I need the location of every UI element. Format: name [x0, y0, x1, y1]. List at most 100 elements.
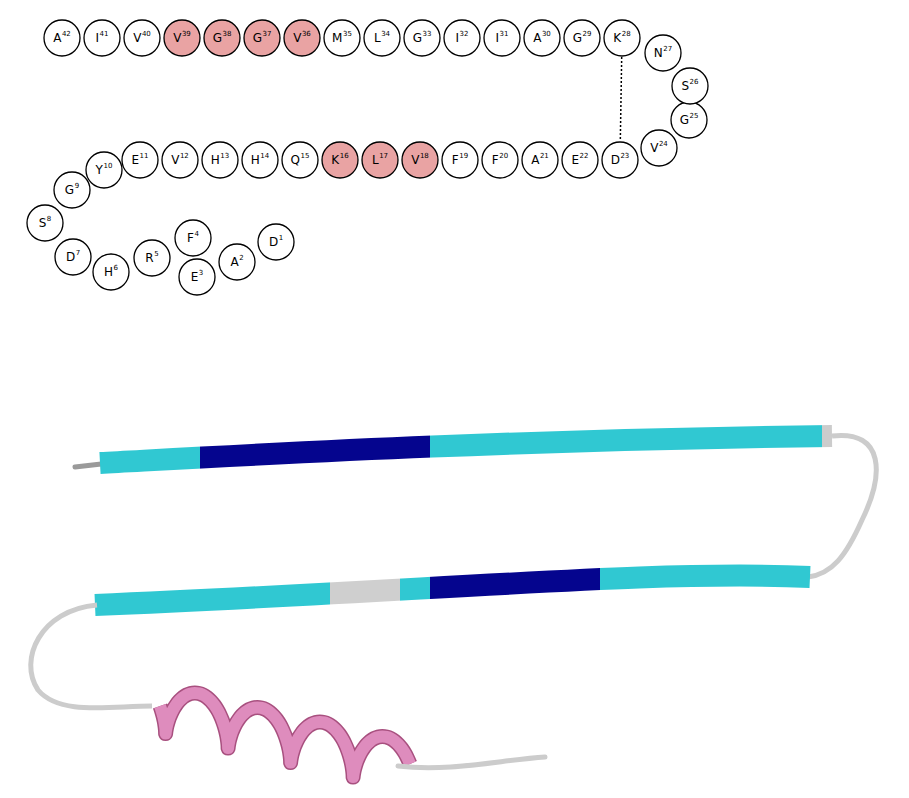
residue-number: 19: [459, 152, 468, 160]
residue-circle: E11: [121, 141, 159, 179]
coil-tail: [398, 757, 545, 768]
residue-letter: K: [331, 153, 339, 167]
circle-outline: [361, 141, 399, 179]
residue-number: 5: [154, 250, 158, 258]
residue-circle: D1: [257, 223, 295, 261]
helix-ribbon: [160, 693, 410, 777]
residue-number: 32: [460, 30, 469, 38]
residue-number: 29: [582, 30, 591, 38]
residue-circle: D23: [601, 141, 639, 179]
residue-number: 9: [75, 182, 79, 190]
residue-circle: G38: [203, 19, 241, 57]
circle-outline: [161, 141, 199, 179]
residue-letter: G: [253, 31, 262, 45]
circle-outline: [481, 141, 519, 179]
residue-letter: A: [533, 31, 541, 45]
residue-number: 8: [47, 215, 51, 223]
residue-circle: G9: [53, 171, 91, 209]
residue-number: 33: [422, 30, 431, 38]
residue-circle: K16: [321, 141, 359, 179]
residue-letter: V: [293, 31, 301, 45]
residue-number: 28: [622, 30, 631, 38]
residue-number: 21: [540, 152, 549, 160]
helix-edge: [160, 693, 410, 777]
residue-letter: I: [456, 31, 460, 45]
residue-circle: F19: [441, 141, 479, 179]
residue-circle: G29: [563, 19, 601, 57]
residue-letter: F: [452, 153, 459, 167]
circle-outline: [563, 19, 601, 57]
residue-letter: D: [611, 153, 620, 167]
residue-letter: D: [269, 235, 278, 249]
residue-circle: H6: [92, 253, 130, 291]
beta-strand: [95, 576, 810, 605]
residue-number: 34: [381, 30, 390, 38]
residue-letter: Q: [291, 153, 300, 167]
circle-outline: [670, 101, 708, 139]
residue-circle: F20: [481, 141, 519, 179]
residue-circle: V12: [161, 141, 199, 179]
residue-letter: A: [531, 153, 539, 167]
residue-number: 38: [222, 30, 231, 38]
residue-circle: Y10: [85, 151, 123, 189]
residue-letter: V: [171, 153, 179, 167]
residue-letter: E: [191, 270, 199, 284]
residue-letter: V: [411, 153, 419, 167]
residue-number: 11: [140, 152, 149, 160]
residue-circle: H14: [241, 141, 279, 179]
residue-letter: A: [53, 31, 61, 45]
residue-letter: G: [65, 183, 74, 197]
residue-letter: I: [96, 31, 100, 45]
residue-number: 18: [420, 152, 429, 160]
residue-letter: G: [213, 31, 222, 45]
residue-letter: F: [187, 231, 194, 245]
residue-letter: L: [374, 31, 381, 45]
residue-circle: H13: [201, 141, 239, 179]
circle-outline: [601, 141, 639, 179]
residue-circle: M35: [323, 19, 361, 57]
residue-number: 39: [182, 30, 191, 38]
circle-outline: [85, 151, 123, 189]
residue-number: 42: [62, 30, 71, 38]
salt-bridge-line: [620, 57, 621, 141]
residue-number: 41: [100, 30, 109, 38]
residue-circle: L34: [363, 19, 401, 57]
residue-number: 36: [302, 30, 311, 38]
residue-number: 22: [580, 152, 589, 160]
residue-circle: I31: [483, 19, 521, 57]
residue-number: 40: [142, 30, 151, 38]
residue-letter: G: [680, 113, 689, 127]
residue-circle: F4: [174, 219, 212, 257]
residue-circle: Q15: [281, 141, 319, 179]
residue-number: 1: [279, 234, 283, 242]
circle-outline: [603, 19, 641, 57]
circle-outline: [441, 141, 479, 179]
circle-outline: [640, 129, 678, 167]
beta-strand: [100, 436, 832, 463]
residue-number: 14: [260, 152, 269, 160]
turn-loop: [808, 435, 876, 577]
residue-circle: S8: [26, 204, 64, 242]
residue-letter: V: [173, 31, 181, 45]
residue-circle: L17: [361, 141, 399, 179]
residue-letter: G: [413, 31, 422, 45]
circle-outline: [201, 141, 239, 179]
residue-number: 16: [340, 152, 349, 160]
residue-circle: G25: [670, 101, 708, 139]
circle-outline: [283, 19, 321, 57]
residue-number: 15: [301, 152, 310, 160]
residue-letter: G: [573, 31, 582, 45]
circle-outline: [671, 67, 709, 105]
residue-circle: D7: [54, 238, 92, 276]
residue-number: 6: [114, 264, 118, 272]
residue-number: 23: [620, 152, 629, 160]
circle-outline: [123, 19, 161, 57]
residue-number: 10: [103, 162, 112, 170]
circle-outline: [321, 141, 359, 179]
residue-letter: F: [492, 153, 499, 167]
residue-number: 31: [500, 30, 509, 38]
circle-outline: [521, 141, 559, 179]
residue-circle: V36: [283, 19, 321, 57]
residue-number: 24: [659, 140, 668, 148]
